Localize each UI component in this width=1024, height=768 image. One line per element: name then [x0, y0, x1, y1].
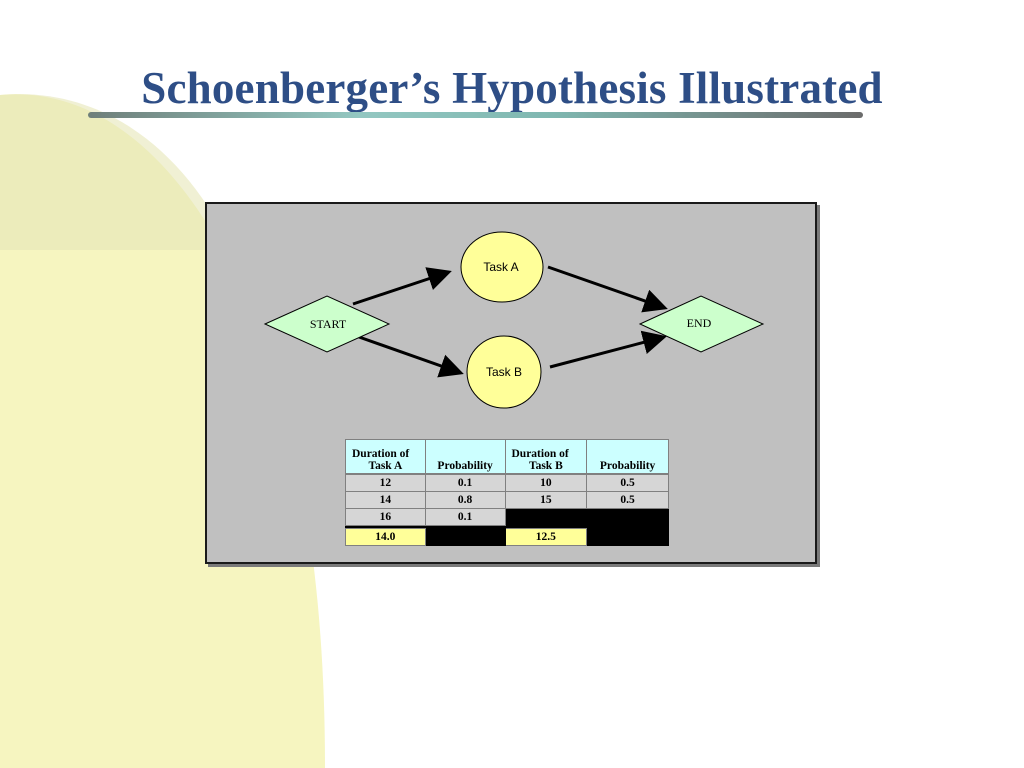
project-network-diagram: START END Task A Task B [263, 231, 765, 409]
header-probability-b: Probability [586, 439, 669, 475]
end-node [638, 295, 765, 353]
diagram-panel: START END Task A Task B Duration of Task… [205, 202, 817, 564]
table-row: 14 0.8 15 0.5 [345, 491, 669, 509]
arrow-start-to-task-a [352, 267, 452, 306]
table-header-row: Duration of Task A Probability Duration … [345, 439, 669, 475]
slide-title: Schoenberger’s Hypothesis Illustrated [141, 63, 883, 113]
task-b-node [466, 335, 542, 409]
empty-cell [586, 528, 669, 546]
empty-cell [504, 508, 588, 526]
cell-duration-a: 16 [345, 508, 426, 526]
task-a-label: Task A [483, 260, 518, 274]
header-duration-task-a: Duration of Task A [345, 439, 426, 475]
cell-probability-a: 0.1 [424, 473, 506, 492]
start-node [263, 295, 391, 353]
mean-task-b: 12.5 [504, 528, 588, 546]
arrow-task-a-to-end [547, 265, 668, 313]
table-row: 12 0.1 10 0.5 [345, 473, 669, 492]
table-mean-row: 14.0 12.5 [345, 528, 669, 546]
cell-duration-b: 15 [504, 491, 588, 509]
empty-cell [424, 528, 506, 546]
mean-task-a: 14.0 [345, 528, 426, 546]
cell-probability-b: 0.5 [586, 473, 669, 492]
cell-probability-a: 0.1 [424, 508, 506, 526]
header-duration-task-b: Duration of Task B [504, 439, 588, 475]
table-row: 16 0.1 [345, 508, 669, 526]
arrow-start-to-task-b [358, 335, 464, 378]
cell-duration-b: 10 [504, 473, 588, 492]
start-node-label: START [310, 317, 347, 331]
task-b-label: Task B [486, 365, 522, 379]
title-underline [88, 112, 863, 118]
cell-probability-b: 0.5 [586, 491, 669, 509]
cell-duration-a: 12 [345, 473, 426, 492]
cell-duration-a: 14 [345, 491, 426, 509]
cell-probability-a: 0.8 [424, 491, 506, 509]
task-a-node [460, 231, 544, 303]
duration-probability-table: Duration of Task A Probability Duration … [345, 439, 669, 546]
empty-cell [586, 508, 669, 526]
end-node-label: END [687, 316, 712, 330]
header-probability-a: Probability [424, 439, 506, 475]
table-separator [345, 525, 669, 529]
arrow-task-b-to-end [549, 330, 667, 369]
